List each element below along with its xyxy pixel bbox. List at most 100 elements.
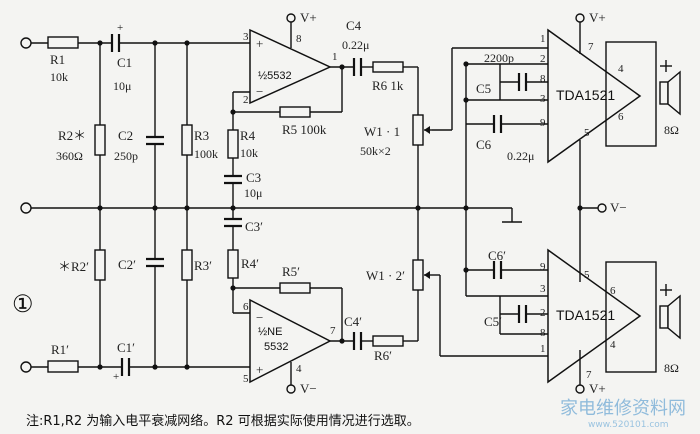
r1-name: R1 xyxy=(50,52,65,67)
svg-text:2: 2 xyxy=(540,307,546,319)
c4-name: C4 xyxy=(346,18,362,33)
resistor-r3 xyxy=(181,124,193,156)
amplifier-tda1521-lower xyxy=(547,248,642,384)
speaker-lower-label: 8Ω xyxy=(664,361,679,375)
c6-name: C6 xyxy=(476,137,492,152)
svg-text:8: 8 xyxy=(296,33,302,45)
svg-text:6: 6 xyxy=(243,301,249,313)
svg-text:3: 3 xyxy=(540,283,546,295)
c1-prime-name: C1′ xyxy=(117,340,135,355)
input-terminal xyxy=(20,37,32,49)
c6-value: 0.22μ xyxy=(507,149,534,163)
c5-prime-name: C5′ xyxy=(484,314,502,329)
upper-channel: + + − 3 2 8 1 xyxy=(20,13,681,208)
c3-name: C3 xyxy=(246,170,261,185)
svg-text:2: 2 xyxy=(540,53,546,65)
resistor-r5 xyxy=(279,106,311,118)
svg-text:5: 5 xyxy=(584,269,590,281)
svg-text:2: 2 xyxy=(243,94,249,106)
figure-number: ① xyxy=(12,291,34,318)
svg-text:5: 5 xyxy=(584,127,590,139)
c4-prime-name: C4′ xyxy=(344,314,362,329)
r3-name: R3 xyxy=(194,128,209,143)
r4-name: R4 xyxy=(240,128,256,143)
speaker-icon xyxy=(659,305,669,329)
w1-label: W1 · 1 xyxy=(364,124,400,139)
svg-text:+: + xyxy=(256,362,263,377)
svg-text:8: 8 xyxy=(540,327,546,339)
w1-value: 50k×2 xyxy=(360,144,391,158)
svg-text:4: 4 xyxy=(618,63,624,75)
lower-channel: + − + 6 5 7 4 xyxy=(20,208,681,394)
tda1521-lower-label: TDA1521 xyxy=(556,307,615,323)
r2-prime-name: ＊R2′ xyxy=(58,259,89,274)
svg-text:7: 7 xyxy=(330,325,336,337)
r5-prime-name: R5′ xyxy=(282,264,300,279)
r5-label: R5 100k xyxy=(282,122,327,137)
speaker-icon xyxy=(659,81,669,105)
svg-text:4: 4 xyxy=(296,363,302,375)
svg-text:1: 1 xyxy=(540,33,546,45)
c5-name: C5 xyxy=(476,81,491,96)
c2-prime-name: C2′ xyxy=(118,257,136,272)
r6-label: R6 1k xyxy=(372,78,404,93)
r2-name: R2＊ xyxy=(58,128,86,143)
svg-text:6: 6 xyxy=(610,285,616,297)
resistor-r3-prime xyxy=(181,249,193,281)
c2-value: 250p xyxy=(114,149,138,163)
watermark-text: 家电维修资料网 xyxy=(560,398,686,419)
c3-prime-name: C3′ xyxy=(245,219,263,234)
svg-text:7: 7 xyxy=(586,369,592,381)
resistor-r2-prime xyxy=(94,249,106,281)
opamp-upper xyxy=(249,28,332,105)
w1-2-label: W1 · 2′ xyxy=(366,268,405,283)
svg-text:3: 3 xyxy=(243,31,249,43)
amplifier-tda1521-upper xyxy=(547,28,642,164)
opamp-lower xyxy=(249,298,332,384)
c4-value: 0.22μ xyxy=(342,38,369,52)
r4-prime-name: R4′ xyxy=(241,256,259,271)
opamp-upper-vplus: V+ xyxy=(300,10,317,25)
potentiometer-w1 xyxy=(412,114,424,146)
speaker-box-upper xyxy=(605,41,657,147)
potentiometer-w1-2 xyxy=(412,259,424,291)
opamp-lower-label2: 5532 xyxy=(264,341,288,353)
resistor-r1 xyxy=(47,36,79,49)
r1-value: 10k xyxy=(50,70,68,84)
resistor-r2 xyxy=(94,124,106,156)
speaker-upper-label: 8Ω xyxy=(664,123,679,137)
svg-text:+: + xyxy=(256,36,263,51)
svg-text:8: 8 xyxy=(540,73,546,85)
c6-prime-name: C6′ xyxy=(488,248,506,263)
svg-text:−: − xyxy=(256,84,263,99)
opamp-upper-label: ½5532 xyxy=(258,70,292,82)
svg-text:4: 4 xyxy=(610,339,616,351)
svg-text:6: 6 xyxy=(618,111,624,123)
amp-lower-vplus: V+ xyxy=(589,381,606,396)
r6-prime-name: R6′ xyxy=(374,348,392,363)
opamp-lower-vminus: V− xyxy=(300,381,317,396)
r3-value: 100k xyxy=(194,147,218,161)
r3-prime-name: R3′ xyxy=(194,258,212,273)
opamp-lower-label1: ½NE xyxy=(258,326,282,338)
component-labels: R1 10k C1 10μ R2＊ 360Ω C2 250p R3 100k R… xyxy=(12,10,686,430)
speaker-box-lower xyxy=(605,261,657,373)
svg-text:+: + xyxy=(113,371,119,383)
amp-upper-vplus: V+ xyxy=(589,10,606,25)
svg-text:−: − xyxy=(256,310,263,325)
svg-text:1: 1 xyxy=(540,343,546,355)
c3-value: 10μ xyxy=(244,186,262,200)
svg-text:1: 1 xyxy=(332,51,338,63)
r2-value: 360Ω xyxy=(56,149,83,163)
svg-text:+: + xyxy=(117,22,123,34)
c5-value: 2200p xyxy=(484,51,514,65)
c1-value: 10μ xyxy=(113,79,131,93)
resistor-r4-prime xyxy=(227,249,239,279)
footnote: 注:R1,R2 为输入电平衰减网络。R2 可根据实际使用情况进行选取。 xyxy=(26,413,420,429)
svg-text:3: 3 xyxy=(540,93,546,105)
watermark-url: www.520101.com xyxy=(588,420,669,430)
svg-text:9: 9 xyxy=(540,261,546,273)
svg-text:7: 7 xyxy=(588,41,594,53)
